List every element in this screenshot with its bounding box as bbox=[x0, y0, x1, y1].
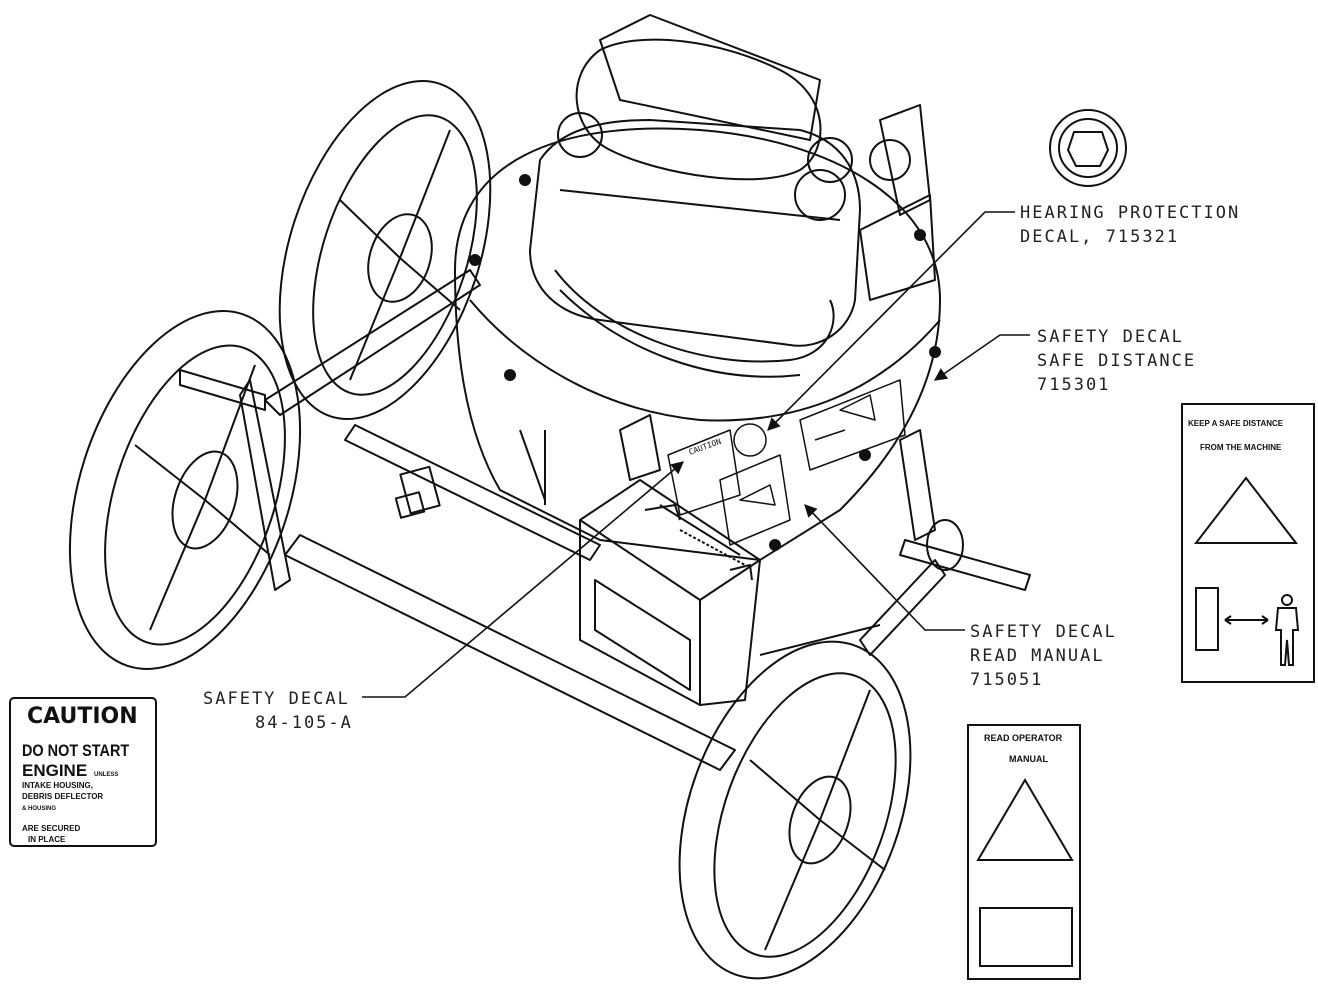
caution-decal-line2: ENGINE bbox=[22, 761, 87, 780]
blower-housing bbox=[454, 127, 941, 561]
machine-symbol bbox=[1195, 587, 1219, 651]
read-manual-callout-line2: READ MANUAL bbox=[970, 646, 1105, 666]
caution-decal: CAUTION DO NOT START ENGINE UNLESS INTAK… bbox=[9, 697, 157, 847]
read-manual-callout-line3: 715051 bbox=[970, 670, 1043, 690]
person-icon bbox=[1274, 594, 1300, 666]
safe-distance-decal: KEEP A SAFE DISTANCE FROM THE MACHINE bbox=[1181, 403, 1315, 683]
hearing-protection-decal bbox=[1049, 109, 1127, 187]
caution-decal-line3: INTAKE HOUSING, bbox=[22, 781, 93, 790]
read-manual-warning-triangle bbox=[976, 778, 1074, 861]
read-manual-decal: READ OPERATOR MANUAL bbox=[967, 724, 1081, 980]
caution-decal-line5: & HOUSING bbox=[22, 806, 56, 812]
machine-drawing: CAUTION bbox=[68, 14, 1031, 980]
safe-distance-warning-triangle bbox=[1193, 476, 1299, 544]
safe-distance-callout-line1: SAFETY DECAL bbox=[1037, 327, 1184, 347]
machine-decals: CAUTION bbox=[667, 379, 906, 546]
caution-decal-line1: DO NOT START bbox=[22, 742, 130, 760]
caution-decal-line2-small: UNLESS bbox=[94, 772, 118, 778]
caution-decal-title: CAUTION bbox=[27, 704, 138, 729]
frame bbox=[179, 269, 1031, 771]
callout-labels: HEARING PROTECTION DECAL, 715321 SAFETY … bbox=[203, 203, 1240, 733]
front-right-wheel bbox=[678, 640, 912, 980]
leader-safe-distance bbox=[933, 334, 1030, 381]
hearing-callout-line2: DECAL, 715321 bbox=[1020, 227, 1179, 247]
caution-decal-line4: DEBRIS DEFLECTOR bbox=[22, 792, 103, 801]
caution-decal-line7: IN PLACE bbox=[28, 835, 66, 844]
caution-callout-line1: SAFETY DECAL bbox=[203, 689, 350, 709]
distance-arrow bbox=[1224, 615, 1269, 625]
hearing-callout-line1: HEARING PROTECTION bbox=[1020, 203, 1240, 223]
leader-hearing bbox=[767, 211, 1015, 431]
read-manual-callout-line1: SAFETY DECAL bbox=[970, 622, 1117, 642]
caution-decal-line6: ARE SECURED bbox=[22, 824, 80, 833]
engine bbox=[529, 14, 936, 378]
safe-distance-callout-line2: SAFE DISTANCE bbox=[1037, 351, 1196, 371]
safe-distance-decal-line1: KEEP A SAFE DISTANCE bbox=[1188, 419, 1284, 428]
read-manual-decal-line2: MANUAL bbox=[1009, 754, 1048, 764]
intake-box bbox=[579, 414, 761, 706]
callout-leaders bbox=[362, 211, 1030, 698]
leader-caution-decal bbox=[362, 461, 684, 698]
safe-distance-decal-line2: FROM THE MACHINE bbox=[1200, 443, 1282, 452]
read-manual-decal-line1: READ OPERATOR bbox=[984, 733, 1063, 743]
safe-distance-callout-line3: 715301 bbox=[1037, 375, 1110, 395]
caution-callout-line2: 84-105-A bbox=[255, 713, 353, 733]
leader-read-manual bbox=[804, 504, 965, 631]
manual-book-symbol bbox=[979, 907, 1073, 967]
front-left-wheel bbox=[68, 310, 302, 670]
